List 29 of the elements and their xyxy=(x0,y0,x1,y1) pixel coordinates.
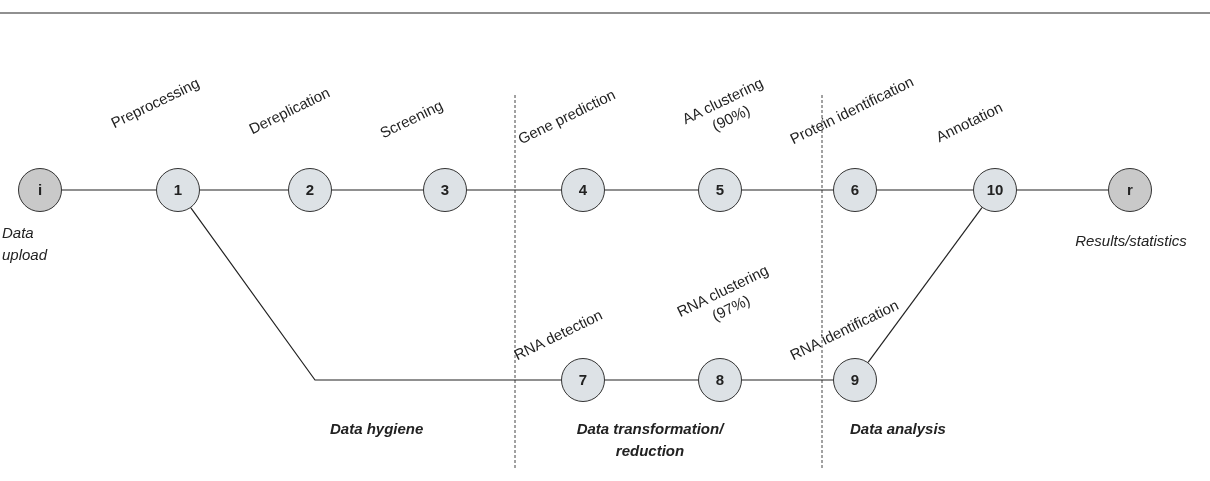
connector-line xyxy=(876,189,974,191)
step-number: 2 xyxy=(305,179,315,200)
step-number: 3 xyxy=(440,179,450,200)
connector-line xyxy=(466,189,562,191)
step-number: 7 xyxy=(578,369,588,390)
connector-line xyxy=(190,207,562,381)
connector-line xyxy=(741,379,834,381)
step-number: r xyxy=(1127,179,1133,200)
step-number: i xyxy=(37,179,43,200)
step-number: 6 xyxy=(850,179,860,200)
connector-line xyxy=(1016,189,1109,191)
step-number: 4 xyxy=(578,179,588,200)
connector-line xyxy=(604,189,699,191)
phase-label: Data hygiene xyxy=(330,419,425,439)
connector-line xyxy=(61,189,157,191)
phase-label: Data transformation/ reduction xyxy=(575,419,726,461)
step-number: 5 xyxy=(715,179,725,200)
step-number: 10 xyxy=(986,179,1004,200)
connector-line xyxy=(604,379,699,381)
connector-line xyxy=(867,207,983,363)
step-caption: Data upload xyxy=(2,223,49,265)
connector-line xyxy=(741,189,834,191)
step-number: 1 xyxy=(173,179,183,200)
connector-line xyxy=(199,189,289,191)
step-number: 8 xyxy=(715,369,725,390)
phase-label: Data analysis xyxy=(850,419,947,439)
step-caption: Results/statistics xyxy=(1074,231,1188,251)
step-number: 9 xyxy=(850,369,860,390)
connector-line xyxy=(331,189,424,191)
